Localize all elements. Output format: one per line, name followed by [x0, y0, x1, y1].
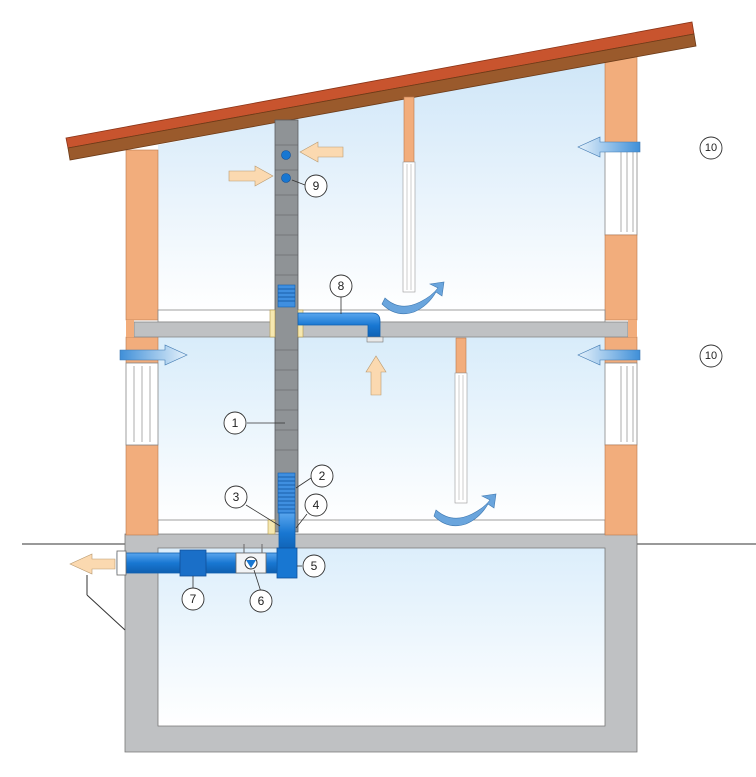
arrow-warm-icon — [299, 141, 344, 163]
exhaust-vent-upper — [281, 150, 291, 160]
callout-label: 9 — [313, 179, 320, 193]
arrow-warm-icon — [69, 553, 116, 575]
callout-3: 3 — [224, 485, 248, 509]
callout-7: 7 — [181, 587, 205, 611]
duct-elbow — [276, 547, 298, 579]
intermediate-slab — [133, 321, 629, 338]
curved-arrow-icon — [381, 281, 445, 315]
ground-floor-slab — [157, 519, 606, 535]
upper-floor-air — [158, 60, 605, 312]
arrow-cool-icon — [577, 136, 641, 158]
left-wall-upper — [125, 149, 159, 321]
callout-10-lower: 10 — [699, 344, 723, 368]
silencer — [179, 549, 207, 577]
callout-4: 4 — [304, 493, 328, 517]
right-wall-top — [604, 54, 638, 148]
supply-branch-duct — [297, 312, 384, 343]
outdoor-grille — [116, 550, 127, 576]
arrow-warm-icon — [228, 165, 274, 187]
arrow-warm-icon — [365, 355, 387, 396]
upper-air-column — [402, 96, 416, 293]
callout-label: 10 — [705, 142, 717, 154]
basement-ductwork — [116, 512, 298, 579]
callout-5: 5 — [302, 554, 326, 578]
vertical-exhaust-duct — [267, 119, 304, 535]
callout-label: 7 — [190, 592, 197, 606]
ground-slope-line — [86, 594, 126, 631]
callout-10-upper: 10 — [699, 136, 723, 160]
callout-label: 6 — [258, 594, 265, 608]
callout-label: 4 — [313, 498, 320, 512]
callout-label: 2 — [319, 469, 326, 483]
ceiling-diffuser — [366, 336, 384, 343]
callout-label: 3 — [233, 490, 240, 504]
callout-9: 9 — [304, 174, 328, 198]
callout-1: 1 — [223, 411, 247, 435]
callout-2: 2 — [310, 464, 334, 488]
arrow-cool-icon — [577, 344, 641, 366]
callout-label: 8 — [338, 279, 345, 293]
exhaust-vent-lower — [281, 173, 291, 183]
callout-8: 8 — [329, 274, 353, 298]
basement-air — [158, 548, 605, 726]
roof-underside — [67, 33, 697, 161]
callout-label: 5 — [311, 559, 318, 573]
lower-air-column — [454, 337, 468, 504]
callout-label: 10 — [705, 350, 717, 362]
curved-arrow-icon — [433, 493, 497, 527]
callout-label: 1 — [232, 416, 239, 430]
left-wall-lower — [125, 444, 159, 536]
arrow-cool-icon — [119, 344, 188, 366]
leader-lines — [192, 179, 342, 593]
callout-6: 6 — [249, 589, 273, 613]
upper-floor-surface — [157, 309, 606, 323]
